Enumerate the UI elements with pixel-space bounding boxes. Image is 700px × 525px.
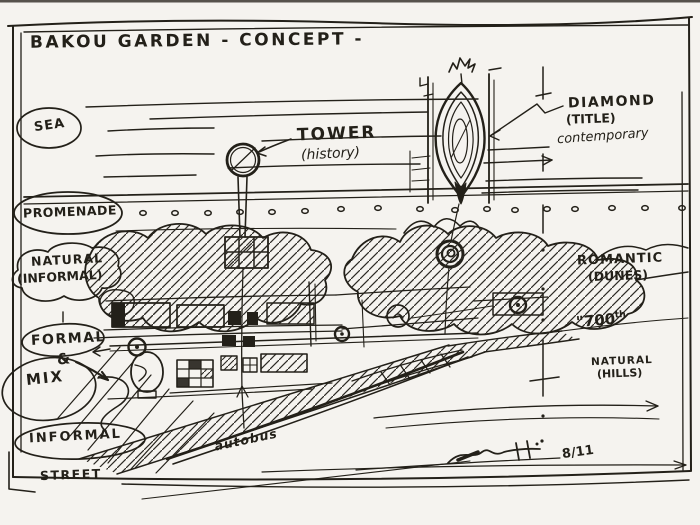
label-ampersand: & [56,349,71,369]
label-promenade: PROMENADE [22,202,118,221]
sea-lines [85,98,643,194]
label-formal: FORMAL [30,329,107,349]
informal-oval [14,422,146,460]
sheet-border [7,16,693,493]
label-natural-hills: NATURAL [590,353,653,369]
sheet-title: BAKOU GARDEN - CONCEPT - [29,29,365,53]
sea-oval [16,107,82,149]
label-mix: MIX [25,367,65,389]
label-tower: TOWER [296,122,377,146]
signature [447,440,541,464]
anniversary-suffix: th [614,308,627,321]
label-diamond-title: (TITLE) [565,110,616,127]
promenade-band [13,183,689,235]
anniversary-number: "700 [575,309,616,332]
label-romantic-sub: (DUNES) [587,266,649,285]
bottom-arrows [141,400,687,500]
hatch-strokes-left [57,346,215,474]
tree-circles [333,295,528,343]
label-natural-hills-sub: (HILLS) [596,366,643,381]
hills-strokes [351,349,473,392]
statue-plan [127,337,164,399]
label-diamond: DIAMOND [567,92,656,112]
promenade-dots [139,204,686,217]
scan-edge [0,0,700,3]
label-tower-sub: (history) [300,144,361,164]
natural-informal-cloud [11,242,122,302]
zone-outlines [1,107,146,460]
mix-oval [1,356,97,422]
formal-oval [21,322,105,358]
label-romantic: ROMANTIC [576,250,664,269]
autobus-road [78,317,689,475]
axis-line [529,66,560,443]
promenade-oval [13,191,123,235]
label-street: STREET [39,465,102,484]
